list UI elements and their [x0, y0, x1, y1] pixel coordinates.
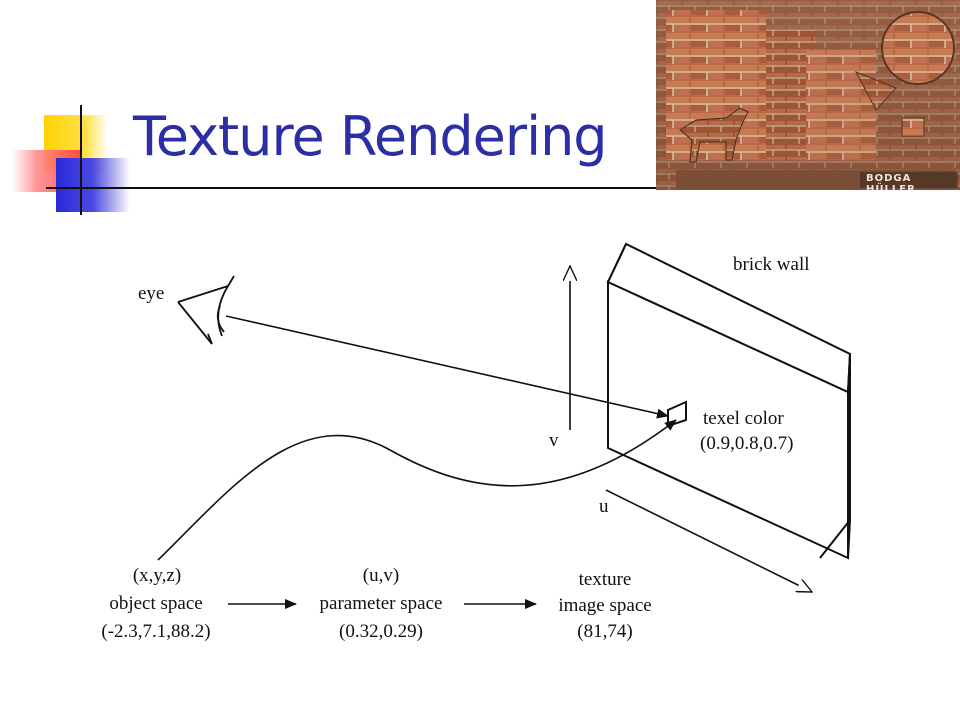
parameter-space-coords: (u,v) [363, 565, 399, 586]
eye-label: eye [138, 283, 164, 304]
mapping-curve-arrow [157, 419, 677, 561]
image-space-value: (81,74) [577, 621, 632, 642]
u-axis-arrow [605, 489, 812, 592]
texel-color-value: (0.9,0.8,0.7) [700, 433, 793, 454]
parameter-space-value: (0.32,0.29) [339, 621, 423, 642]
parameter-space-name: parameter space [320, 593, 443, 614]
image-space-texture: texture [579, 569, 632, 590]
title-underline-rule [46, 187, 658, 189]
view-ray-arrow [225, 315, 669, 419]
object-space-name: object space [109, 593, 202, 614]
logo-blue-square [56, 158, 130, 212]
brick-wall-label: brick wall [733, 254, 810, 275]
u-axis-label: u [599, 496, 609, 517]
object-space-value: (-2.3,7.1,88.2) [101, 621, 210, 642]
logo-vertical-rule [80, 105, 82, 215]
slide-title: Texture Rendering [133, 105, 608, 168]
v-axis-label: v [549, 430, 559, 451]
photo-signature: BODGA HÜLLER [866, 173, 916, 190]
texel-color-label: texel color [703, 408, 784, 429]
object-space-coords: (x,y,z) [133, 565, 181, 586]
eye-icon [177, 275, 235, 345]
brick-wall-box [606, 242, 852, 560]
brick-wall-photo: BODGA HÜLLER [656, 0, 960, 190]
image-space-name: image space [558, 595, 651, 616]
